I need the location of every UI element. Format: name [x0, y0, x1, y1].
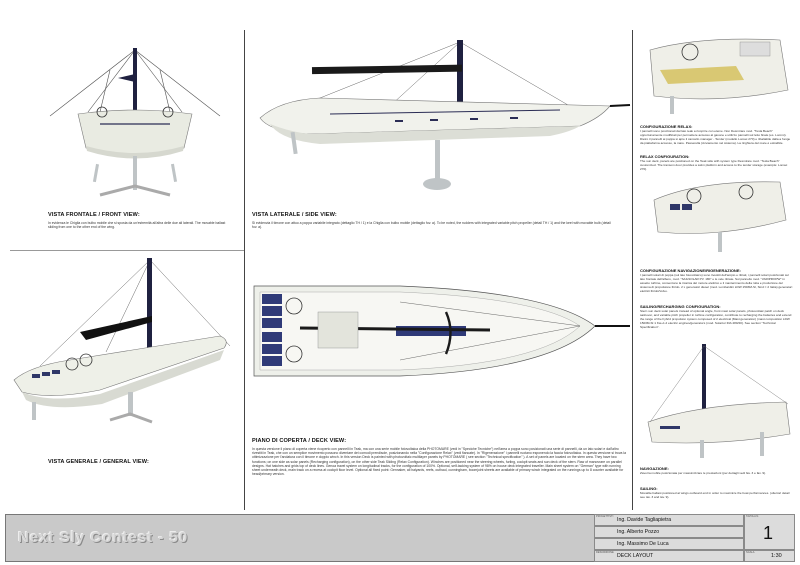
- sheet-label: TAVOLA N.: [746, 515, 760, 518]
- divider-horizontal-left: [10, 250, 244, 251]
- note-text-recharge-en: Stern sun deck solar panels instead of o…: [640, 310, 792, 329]
- note-title-relax-en: RELAX CONFIGURATION:: [640, 154, 690, 159]
- front-view-text: In evidenza le Chiglia con bulbo mobile …: [48, 221, 226, 230]
- sailing-config-drawing: [647, 344, 791, 458]
- deck-view-text: In questa versione il piano di coperta v…: [252, 447, 626, 477]
- scale-cell: SCALA 1:30: [744, 550, 795, 562]
- designers-label: PROGETTISTI: [596, 515, 614, 518]
- note-title-recharge-en: SAILING/RECHARGING CONFIGURATION:: [640, 304, 721, 309]
- divider-vertical-left: [244, 30, 245, 510]
- note-title-sailing-en: SAILING:: [640, 486, 658, 491]
- note-title-recharge-it: CONFIGURAZIONE NAVIGAZIONE/RIGENERAZIONE…: [640, 268, 741, 273]
- general-view-title: VISTA GENERALE / GENERAL VIEW:: [48, 459, 150, 465]
- drawing-description: DECK LAYOUT: [617, 553, 654, 559]
- designer-row-3: Ing. Massimo De Luca: [594, 538, 744, 550]
- title-block-cells: PROGETTISTI Ing. Davide Tagliapietra Ing…: [594, 514, 795, 562]
- note-title-sailing-it: NAVIGAZIONE:: [640, 466, 669, 471]
- description-label: DESCRIZIONE: [596, 551, 614, 554]
- deck-view-title: PIANO DI COPERTA / DECK VIEW:: [252, 438, 347, 444]
- deck-view-drawing: [253, 285, 630, 377]
- designer-2: Ing. Alberto Pozzo: [617, 529, 660, 535]
- side-view-text: Si evidenzia il timone con attuo a poppa…: [252, 221, 611, 230]
- divider-vertical-right: [632, 30, 633, 510]
- note-text-sailing-it: Zavorra mobile posizionata per massimizz…: [640, 472, 766, 475]
- project-name: Next Sly Contest - 50: [18, 529, 189, 546]
- note-text-relax-it: I pannelli sono posizionati dal lato tea…: [640, 130, 791, 145]
- designer-row-1: PROGETTISTI Ing. Davide Tagliapietra: [594, 514, 744, 526]
- note-text-sailing-en: Movable ballast positioned at wings outb…: [640, 492, 790, 499]
- note-text-recharge-it: I pannelli solari di poppa (sul lato fot…: [640, 274, 793, 293]
- designer-3: Ing. Massimo De Luca: [617, 541, 669, 547]
- front-view-drawing: [49, 48, 221, 197]
- relax-config-drawing: [649, 38, 789, 114]
- recharging-config-drawing: [653, 181, 787, 252]
- note-title-relax-it: CONFIGURAZIONE RELAX:: [640, 124, 693, 129]
- sheet-number-cell: TAVOLA N. 1: [744, 514, 795, 550]
- side-view-drawing: [259, 40, 631, 190]
- description-row: DESCRIZIONE DECK LAYOUT: [594, 550, 744, 562]
- front-view-title: VISTA FRONTALE / FRONT VIEW:: [48, 212, 140, 218]
- designer-1: Ing. Davide Tagliapietra: [617, 517, 672, 523]
- scale-label: SCALA: [746, 551, 755, 554]
- general-view-drawing: [13, 258, 231, 424]
- scale-value: 1:30: [771, 553, 782, 559]
- designer-row-2: Ing. Alberto Pozzo: [594, 526, 744, 538]
- note-text-relax-en: The sun deck, panels are positioned on t…: [640, 160, 788, 171]
- sheet-number: 1: [763, 523, 774, 543]
- side-view-title: VISTA LATERALE / SIDE VIEW:: [252, 212, 337, 218]
